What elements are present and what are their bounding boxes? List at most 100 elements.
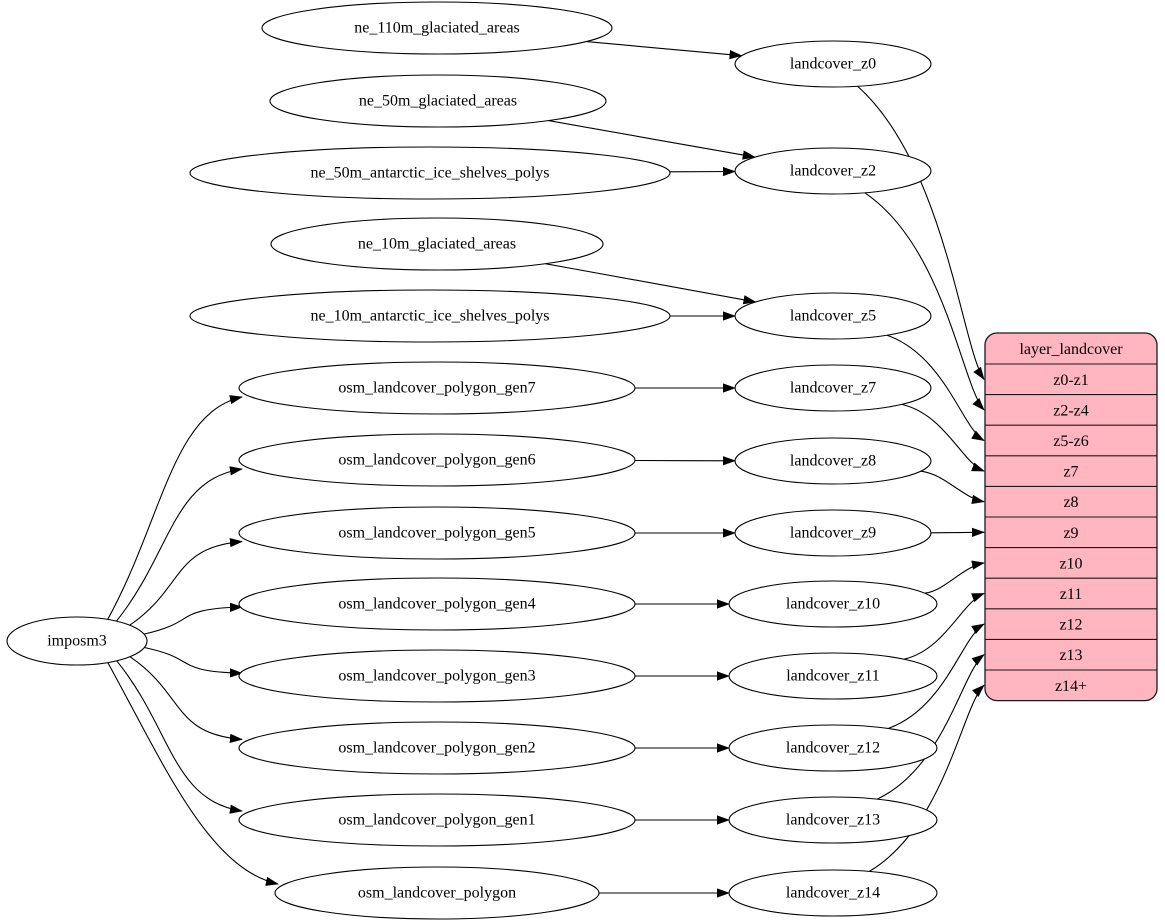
- node-shape-osm_landcover_polygon_gen3: [238, 649, 636, 703]
- table-row-z0-z1: z0-z1: [1053, 372, 1089, 389]
- table-row-z8: z8: [1063, 494, 1078, 511]
- table-row-z5-z6: z5-z6: [1053, 433, 1089, 450]
- node-label-ne_10m_glaciated_areas: ne_10m_glaciated_areas: [358, 236, 516, 253]
- node-label-osm_landcover_polygon_gen6: osm_landcover_polygon_gen6: [338, 452, 535, 469]
- edge-imposm3--osm_landcover_polygon_gen1: [116, 660, 243, 814]
- node-shape-landcover_z5: [734, 292, 932, 340]
- node-osm_landcover_polygon_gen4: osm_landcover_polygon_gen4: [238, 577, 636, 631]
- node-osm_landcover_polygon_gen5: osm_landcover_polygon_gen5: [238, 506, 636, 560]
- node-landcover_z0: landcover_z0: [734, 40, 932, 88]
- node-shape-osm_landcover_polygon_gen7: [238, 361, 636, 415]
- edge-imposm3--osm_landcover_polygon_gen2: [129, 656, 243, 744]
- node-shape-ne_50m_antarctic_ice_shelves_polys: [189, 146, 671, 200]
- node-label-ne_50m_antarctic_ice_shelves_polys: ne_50m_antarctic_ice_shelves_polys: [310, 165, 549, 182]
- node-landcover_z8: landcover_z8: [734, 437, 932, 485]
- node-label-landcover_z9: landcover_z9: [790, 525, 876, 542]
- edge-landcover_z7--layer_landcover-z7: [901, 403, 985, 472]
- node-shape-landcover_z11: [728, 652, 938, 700]
- table-row-label-z0-z1: z0-z1: [1053, 372, 1089, 389]
- edge-imposm3--osm_landcover_polygon_gen5: [129, 537, 243, 626]
- node-shape-osm_landcover_polygon_gen5: [238, 506, 636, 560]
- node-label-ne_50m_glaciated_areas: ne_50m_glaciated_areas: [359, 93, 517, 110]
- node-ne_10m_glaciated_areas: ne_10m_glaciated_areas: [270, 217, 604, 271]
- table-row-label-z13: z13: [1059, 647, 1082, 664]
- edge-landcover_z8--layer_landcover-z8: [920, 470, 985, 505]
- node-label-landcover_z10: landcover_z10: [786, 596, 880, 613]
- node-label-landcover_z5: landcover_z5: [790, 308, 876, 325]
- edge-ne_10m_glaciated_areas--landcover_z5: [545, 263, 757, 305]
- node-shape-ne_50m_glaciated_areas: [269, 74, 607, 128]
- edge-landcover_z2--layer_landcover-z2-z4: [864, 192, 985, 411]
- table-row-label-z9: z9: [1063, 525, 1078, 542]
- node-landcover_z5: landcover_z5: [734, 292, 932, 340]
- edge-landcover_z12--layer_landcover-z12: [887, 623, 985, 730]
- table-row-z9: z9: [1063, 525, 1078, 542]
- node-landcover_z9: landcover_z9: [734, 509, 932, 557]
- node-ne_110m_glaciated_areas: ne_110m_glaciated_areas: [261, 1, 613, 55]
- node-landcover_z11: landcover_z11: [728, 652, 938, 700]
- table-row-z10: z10: [1059, 555, 1082, 572]
- edge-landcover_z13--layer_landcover-z13: [876, 654, 985, 800]
- node-landcover_z13: landcover_z13: [728, 796, 938, 844]
- node-osm_landcover_polygon_gen2: osm_landcover_polygon_gen2: [238, 721, 636, 775]
- node-shape-landcover_z0: [734, 40, 932, 88]
- node-imposm3: imposm3: [6, 616, 148, 666]
- edge-landcover_z5--layer_landcover-z5-z6: [886, 334, 985, 441]
- node-shape-landcover_z13: [728, 796, 938, 844]
- node-label-landcover_z0: landcover_z0: [790, 56, 876, 73]
- edge-imposm3--osm_landcover_polygon_gen3: [144, 646, 243, 678]
- node-ne_50m_antarctic_ice_shelves_polys: ne_50m_antarctic_ice_shelves_polys: [189, 146, 671, 200]
- node-shape-landcover_z9: [734, 509, 932, 557]
- node-ne_10m_antarctic_ice_shelves_polys: ne_10m_antarctic_ice_shelves_polys: [189, 289, 671, 343]
- node-osm_landcover_polygon_gen6: osm_landcover_polygon_gen6: [238, 433, 636, 487]
- node-shape-osm_landcover_polygon: [274, 866, 600, 920]
- node-landcover_z10: landcover_z10: [728, 580, 938, 628]
- table-header-label: layer_landcover: [1019, 341, 1123, 358]
- edge-imposm3--osm_landcover_polygon_gen7: [107, 395, 243, 620]
- node-label-landcover_z14: landcover_z14: [786, 885, 880, 902]
- node-shape-landcover_z12: [728, 724, 938, 772]
- node-shape-ne_10m_antarctic_ice_shelves_polys: [189, 289, 671, 343]
- node-label-landcover_z12: landcover_z12: [786, 740, 880, 757]
- table-row-label-z14+: z14+: [1055, 678, 1087, 695]
- table-layer_landcover: layer_landcover z0-z1 z2-z4 z5-z6 z7 z8 z9 z10 z…: [984, 332, 1158, 702]
- table-row-z12: z12: [1059, 617, 1082, 634]
- table-row-label-z2-z4: z2-z4: [1053, 402, 1089, 419]
- node-shape-osm_landcover_polygon_gen4: [238, 577, 636, 631]
- node-label-ne_10m_antarctic_ice_shelves_polys: ne_10m_antarctic_ice_shelves_polys: [310, 308, 549, 325]
- node-landcover_z12: landcover_z12: [728, 724, 938, 772]
- node-landcover_z7: landcover_z7: [734, 364, 932, 412]
- table-row-z13: z13: [1059, 647, 1082, 664]
- edges-layer: [107, 41, 985, 898]
- table-row-z2-z4: z2-z4: [1053, 402, 1089, 419]
- node-shape-osm_landcover_polygon_gen2: [238, 721, 636, 775]
- table-row-label-z5-z6: z5-z6: [1053, 433, 1089, 450]
- table-row-label-z8: z8: [1063, 494, 1078, 511]
- table-row-z11: z11: [1060, 586, 1083, 603]
- node-shape-landcover_z8: [734, 437, 932, 485]
- node-shape-landcover_z7: [734, 364, 932, 412]
- edge-landcover_z14--layer_landcover-z14+: [869, 684, 985, 872]
- node-shape-landcover_z14: [728, 869, 938, 917]
- node-ne_50m_glaciated_areas: ne_50m_glaciated_areas: [269, 74, 607, 128]
- node-landcover_z2: landcover_z2: [734, 147, 932, 195]
- table-row-z14+: z14+: [1055, 678, 1087, 695]
- edge-imposm3--osm_landcover_polygon_gen4: [143, 602, 243, 635]
- node-landcover_z14: landcover_z14: [728, 869, 938, 917]
- node-label-ne_110m_glaciated_areas: ne_110m_glaciated_areas: [354, 20, 520, 37]
- edge-imposm3--osm_landcover_polygon: [107, 662, 279, 886]
- table-row-label-z10: z10: [1059, 555, 1082, 572]
- node-label-landcover_z8: landcover_z8: [790, 453, 876, 470]
- node-label-osm_landcover_polygon_gen1: osm_landcover_polygon_gen1: [338, 812, 535, 829]
- node-shape-ne_110m_glaciated_areas: [261, 1, 613, 55]
- node-shape-ne_10m_glaciated_areas: [270, 217, 604, 271]
- node-label-osm_landcover_polygon_gen5: osm_landcover_polygon_gen5: [338, 525, 535, 542]
- table-row-z7: z7: [1063, 464, 1078, 481]
- node-label-osm_landcover_polygon_gen3: osm_landcover_polygon_gen3: [338, 668, 535, 685]
- edge-ne_50m_glaciated_areas--landcover_z2: [548, 120, 756, 160]
- edge-ne_110m_glaciated_areas--landcover_z0: [586, 41, 743, 60]
- table-row-label-z11: z11: [1060, 586, 1083, 603]
- edge-imposm3--osm_landcover_polygon_gen6: [115, 466, 243, 622]
